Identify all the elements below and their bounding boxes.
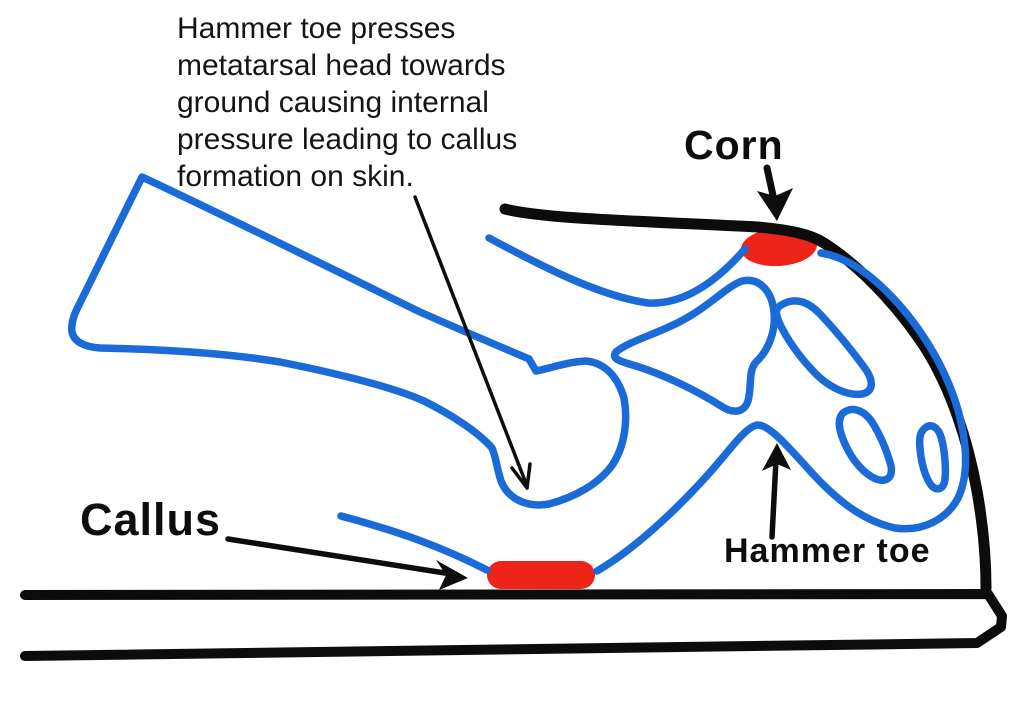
- ground-surface-outline: [20, 589, 1007, 661]
- annotation-line: Hammer toe presses: [177, 12, 456, 45]
- callus-arrow: [225, 536, 468, 590]
- annotation-line: ground causing internal: [177, 86, 489, 119]
- annotation-line: formation on skin.: [177, 160, 414, 193]
- hammer-toe-arrow: [762, 443, 791, 540]
- distal-tip-bone-outline: [915, 422, 950, 493]
- plantar-skin-line: [337, 512, 491, 574]
- annotation-line: pressure leading to callus: [177, 123, 518, 156]
- annotation-arrow: [413, 195, 532, 490]
- proximal-phalanx-outline: [610, 276, 779, 415]
- toe-skin-contour: [593, 249, 970, 575]
- annotation-line: metatarsal head towards: [177, 49, 506, 82]
- corn-arrow: [757, 164, 793, 221]
- distal-phalanx-outline: [835, 405, 896, 484]
- middle-phalanx-outline: [772, 297, 875, 399]
- metatarsal-bone-outline: [68, 173, 630, 509]
- callus-label: Callus: [80, 494, 222, 545]
- callus-lesion: [487, 561, 595, 589]
- corn-label: Corn: [684, 122, 784, 168]
- dorsal-skin-line: [485, 234, 749, 307]
- annotation-text: Hammer toe presses metatarsal head towar…: [177, 10, 517, 195]
- hammer-toe-label: Hammer toe: [724, 532, 931, 570]
